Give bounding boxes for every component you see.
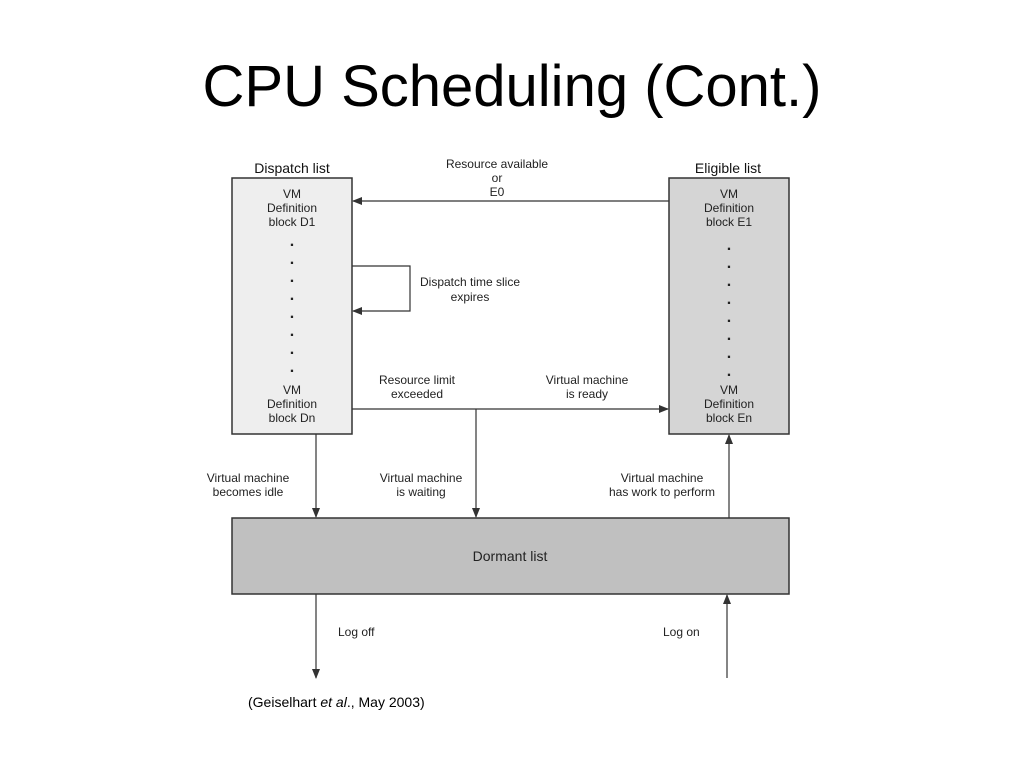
dispatch-top-definition: Definition — [267, 201, 317, 215]
eligible-list-box — [668, 177, 790, 435]
citation-et-al: et al — [320, 694, 347, 710]
resource-available-or: or — [492, 171, 503, 185]
dispatch-list-box — [231, 177, 353, 435]
svg-text:.: . — [290, 251, 294, 268]
svg-text:.: . — [290, 233, 294, 250]
time-slice-expires: expires — [451, 290, 490, 304]
svg-text:.: . — [290, 359, 294, 376]
svg-text:.: . — [290, 323, 294, 340]
dispatch-ellipsis: . . . . . . . . — [290, 233, 294, 376]
time-slice-label: Dispatch time slice — [420, 275, 520, 289]
svg-text:.: . — [727, 309, 731, 326]
svg-text:.: . — [727, 345, 731, 362]
svg-text:.: . — [727, 255, 731, 272]
vm-ready-label: Virtual machine — [546, 373, 629, 387]
vm-idle-becomes-idle: becomes idle — [213, 485, 284, 499]
dispatch-top-vm: VM — [283, 187, 301, 201]
dormant-list-box — [231, 517, 790, 595]
eligible-bottom-definition: Definition — [704, 397, 754, 411]
svg-text:.: . — [290, 269, 294, 286]
slide-title: CPU Scheduling (Cont.) — [202, 54, 822, 119]
dispatch-bottom-block-dn: block Dn — [269, 411, 316, 425]
log-off-label: Log off — [338, 625, 375, 639]
svg-text:.: . — [290, 287, 294, 304]
dormant-list-label: Dormant list — [473, 548, 548, 564]
svg-text:.: . — [727, 327, 731, 344]
time-slice-loop-arrow — [352, 265, 411, 315]
vm-idle-label: Virtual machine — [207, 471, 290, 485]
resource-limit-exceeded: exceeded — [391, 387, 443, 401]
eligible-ellipsis: . . . . . . . . — [727, 237, 731, 380]
svg-text:.: . — [290, 305, 294, 322]
dispatch-bottom-definition: Definition — [267, 397, 317, 411]
vm-work-has-work: has work to perform — [609, 485, 715, 499]
eligible-bottom-vm: VM — [720, 383, 738, 397]
dispatch-list-header: Dispatch list — [254, 160, 330, 176]
resource-available-label: Resource available — [446, 157, 548, 171]
eligible-list-header: Eligible list — [695, 160, 761, 176]
resource-available-e0: E0 — [490, 185, 505, 199]
eligible-top-vm: VM — [720, 187, 738, 201]
vm-work-label: Virtual machine — [621, 471, 704, 485]
dispatch-top-block-d1: block D1 — [269, 215, 316, 229]
svg-text:.: . — [727, 237, 731, 254]
citation-prefix: (Geiselhart — [248, 694, 321, 710]
dispatch-bottom-vm: VM — [283, 383, 301, 397]
vm-waiting-label: Virtual machine — [380, 471, 463, 485]
svg-text:.: . — [727, 291, 731, 308]
svg-text:.: . — [727, 273, 731, 290]
citation: (Geiselhart et al., May 2003) — [248, 694, 425, 710]
eligible-top-definition: Definition — [704, 201, 754, 215]
citation-suffix: ., May 2003) — [346, 694, 425, 710]
log-on-label: Log on — [663, 625, 700, 639]
svg-text:.: . — [290, 341, 294, 358]
eligible-top-block-e1: block E1 — [706, 215, 752, 229]
vm-ready-is-ready: is ready — [566, 387, 608, 401]
resource-limit-label: Resource limit — [379, 373, 456, 387]
eligible-bottom-block-en: block En — [706, 411, 752, 425]
svg-text:.: . — [727, 363, 731, 380]
vm-waiting-is-waiting: is waiting — [396, 485, 445, 499]
